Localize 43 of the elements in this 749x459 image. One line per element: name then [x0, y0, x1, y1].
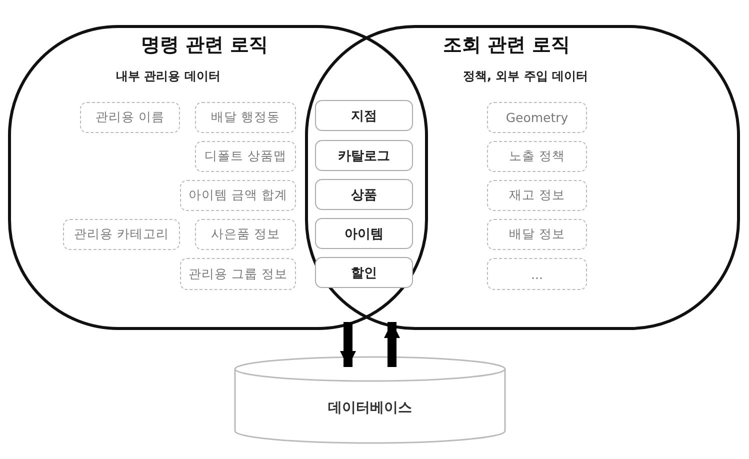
item-label: 상품 — [351, 186, 377, 204]
arrow — [340, 322, 356, 367]
item-label: 지점 — [351, 108, 377, 124]
item-label: 관리용 그룹 정보 — [188, 266, 288, 282]
data-item-box — [180, 258, 296, 290]
entity-box — [315, 257, 413, 288]
item-label: 관리용 이름 — [96, 109, 164, 126]
entity-box — [315, 100, 413, 131]
data-item-box — [80, 102, 180, 133]
item-label: ... — [531, 266, 543, 282]
data-item-box — [195, 141, 296, 172]
data-item-box — [487, 258, 587, 290]
data-item-box — [63, 219, 180, 250]
region-title: 명령 관련 로직 — [141, 33, 268, 58]
data-item-box — [487, 180, 587, 211]
database-cylinder — [233, 355, 507, 445]
arrow — [384, 322, 400, 367]
entity-box — [315, 140, 413, 171]
entity-box — [315, 218, 413, 249]
item-label: 아이템 — [344, 226, 384, 242]
item-label: 배달 행정동 — [211, 109, 280, 126]
item-label: 배달 정보 — [509, 226, 565, 243]
data-item-box — [487, 141, 587, 172]
item-label: 아이템 금액 합계 — [188, 187, 288, 204]
item-label: 할인 — [351, 264, 377, 282]
data-item-box — [487, 102, 587, 133]
item-label: 노출 정책 — [509, 148, 565, 165]
region-title: 조회 관련 로직 — [443, 33, 570, 58]
item-label: 관리용 카테고리 — [74, 226, 169, 243]
data-item-box — [195, 219, 296, 250]
item-label: 재고 정보 — [509, 187, 565, 204]
region-subtitle: 내부 관리용 데이터 — [116, 68, 220, 85]
item-label: 디폴트 상품맵 — [204, 148, 286, 165]
data-item-box — [487, 219, 587, 250]
database-label: 데이터베이스 — [328, 399, 412, 417]
item-label: Geometry — [506, 110, 568, 125]
item-label: 카탈로그 — [338, 148, 390, 164]
data-item-box — [180, 180, 296, 211]
entity-box — [315, 179, 413, 210]
item-label: 사은품 정보 — [211, 226, 280, 243]
data-item-box — [195, 102, 296, 133]
logic-region — [305, 25, 740, 330]
region-subtitle: 정책, 외부 주입 데이터 — [463, 68, 588, 85]
